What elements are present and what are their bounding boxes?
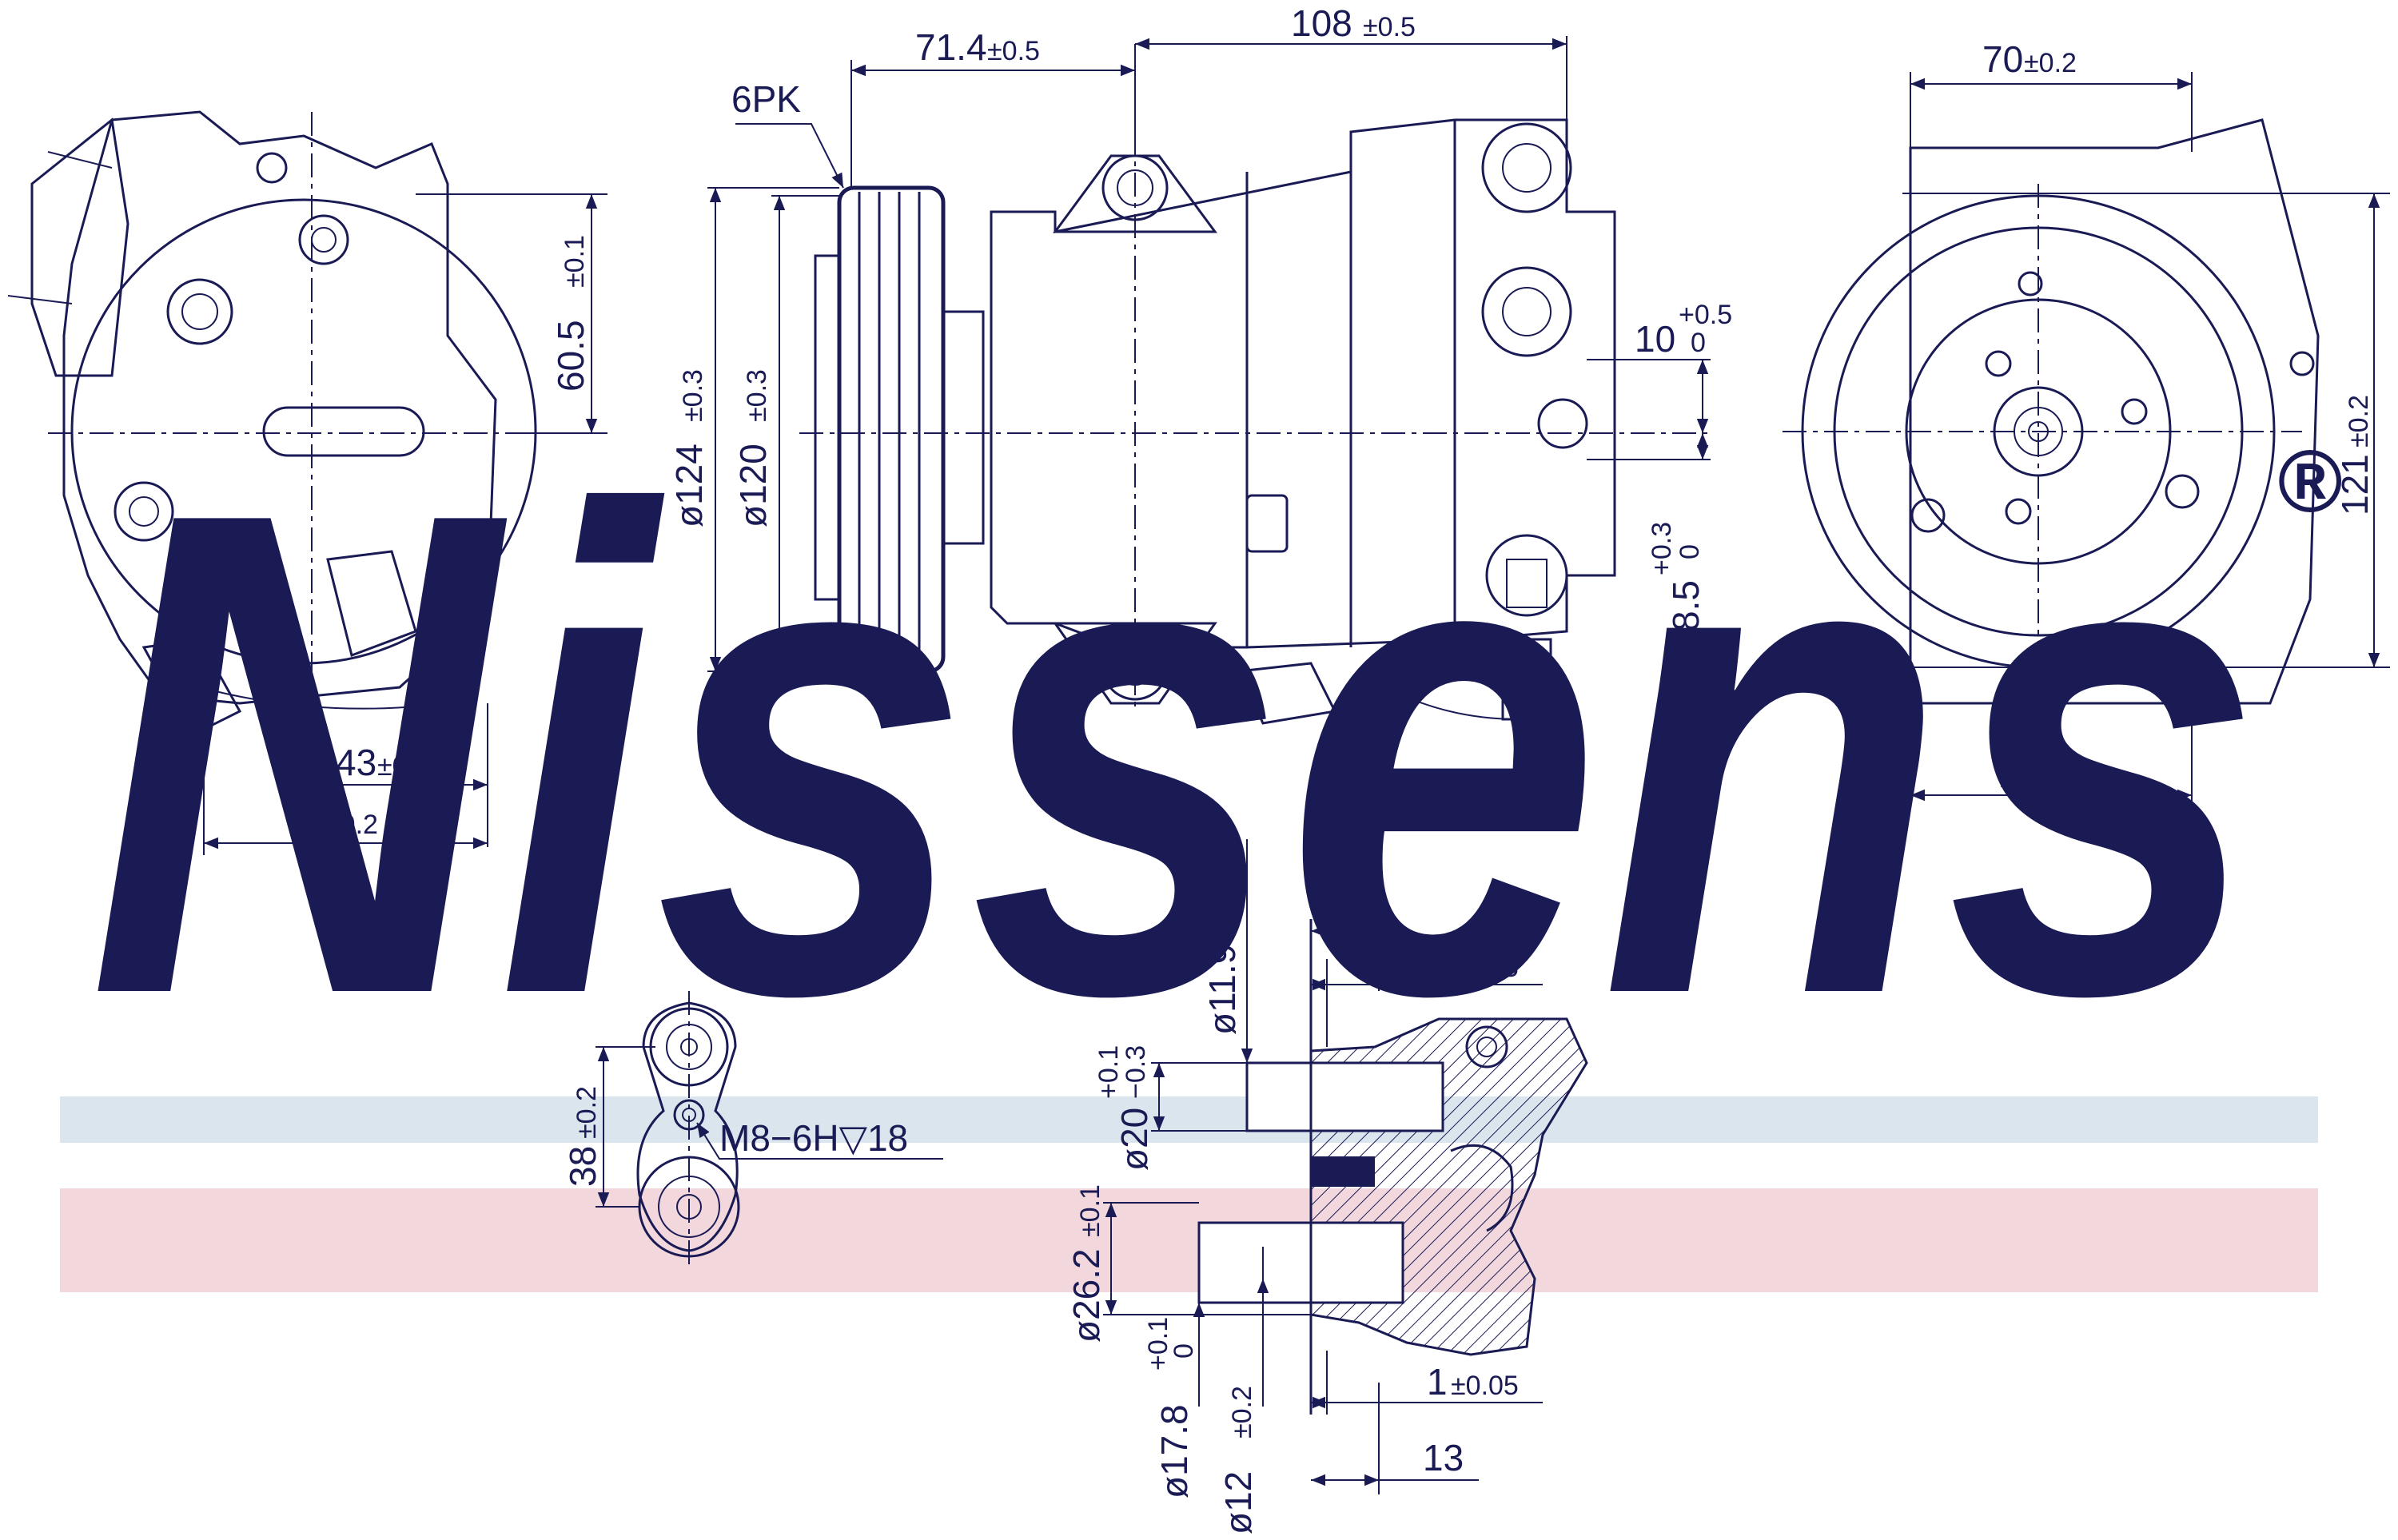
svg-text:71.4: 71.4 xyxy=(915,26,987,68)
svg-text:+0.5: +0.5 xyxy=(1679,300,1732,330)
svg-text:®: ® xyxy=(2277,432,2341,531)
svg-text:0: 0 xyxy=(1691,328,1706,358)
svg-text:±0.5: ±0.5 xyxy=(987,36,1040,66)
svg-text:±0.2: ±0.2 xyxy=(1227,1386,1257,1439)
svg-text:Nissens: Nissens xyxy=(88,369,2262,1137)
flange-detail: 38 ±0.2 M8−6H▽18 xyxy=(562,991,943,1271)
svg-text:ø17.8: ø17.8 xyxy=(1153,1404,1195,1498)
svg-text:−0.3: −0.3 xyxy=(1121,1045,1151,1099)
watermark-band-blue xyxy=(60,1096,2318,1143)
front-connector-block xyxy=(30,117,129,377)
front-bracket-outline xyxy=(62,110,497,705)
svg-text:121: 121 xyxy=(2334,454,2376,515)
svg-text:±0.05: ±0.05 xyxy=(1451,953,1519,983)
svg-text:±0.3: ±0.3 xyxy=(742,369,772,422)
svg-text:1: 1 xyxy=(1427,943,1448,985)
svg-text:60.5: 60.5 xyxy=(550,320,592,392)
watermark-band-pink xyxy=(60,1188,2318,1292)
svg-text:±0.3: ±0.3 xyxy=(678,369,708,422)
svg-text:±0.1: ±0.1 xyxy=(377,751,430,782)
front-slot xyxy=(262,406,425,457)
svg-text:±0.2: ±0.2 xyxy=(2036,763,2089,794)
svg-text:±0.1: ±0.1 xyxy=(560,235,590,288)
watermark-logo: Nissens ® xyxy=(88,369,2341,1137)
svg-text:10: 10 xyxy=(1635,318,1675,360)
svg-text:8.5: 8.5 xyxy=(1665,580,1707,631)
svg-text:+0.1: +0.1 xyxy=(1191,838,1221,891)
svg-text:38: 38 xyxy=(562,1146,603,1187)
svg-text:±0.2: ±0.2 xyxy=(325,810,378,840)
svg-text:±0.1: ±0.1 xyxy=(1075,1184,1105,1237)
svg-text:70: 70 xyxy=(1982,38,2023,80)
svg-text:+0.1: +0.1 xyxy=(1093,1045,1124,1099)
svg-text:ø12: ø12 xyxy=(1217,1471,1259,1534)
svg-text:0: 0 xyxy=(1675,544,1705,559)
svg-text:108: 108 xyxy=(1291,2,1352,44)
front-view: 60.5 ±0.1 43 ±0.1 70 ±0.2 xyxy=(7,110,607,855)
svg-text:13: 13 xyxy=(1315,885,1356,927)
svg-text:13: 13 xyxy=(1423,1437,1464,1478)
svg-text:±0.2: ±0.2 xyxy=(2344,395,2374,448)
svg-text:70: 70 xyxy=(1994,754,2035,795)
svg-text:ø26.2: ø26.2 xyxy=(1066,1248,1107,1343)
svg-text:±0.05: ±0.05 xyxy=(1451,1371,1519,1401)
svg-text:±0.2: ±0.2 xyxy=(572,1086,602,1139)
svg-text:43: 43 xyxy=(336,742,376,783)
svg-text:ø124: ø124 xyxy=(668,444,710,527)
svg-text:6PK: 6PK xyxy=(731,78,801,120)
svg-text:0: 0 xyxy=(1213,864,1244,879)
svg-text:±0.5: ±0.5 xyxy=(1363,12,1416,42)
side-view: 6PK 71.4 ±0.5 108 ±0.5 ø124 ±0.3 ø120 ±0… xyxy=(668,2,1732,725)
svg-text:+0.3: +0.3 xyxy=(1647,522,1677,575)
svg-text:ø20: ø20 xyxy=(1113,1108,1155,1171)
svg-text:70: 70 xyxy=(284,800,325,842)
svg-text:1: 1 xyxy=(1427,1361,1448,1403)
svg-text:0: 0 xyxy=(1169,1343,1199,1359)
svg-text:M8−6H▽18: M8−6H▽18 xyxy=(719,1117,908,1159)
svg-text:±0.2: ±0.2 xyxy=(2024,48,2077,78)
rear-view: 70 ±0.2 70 ±0.2 121 ±0.2 xyxy=(1783,38,2390,807)
port-section: 13 1 ±0.05 ø11.9 +0.1 0 ø20 +0.1 −0.3 ø2… xyxy=(1066,838,1588,1534)
front-body-circle xyxy=(70,198,537,665)
svg-text:ø11.9: ø11.9 xyxy=(1201,944,1243,1035)
svg-text:ø120: ø120 xyxy=(732,444,774,527)
svg-text:+0.1: +0.1 xyxy=(1143,1317,1173,1371)
